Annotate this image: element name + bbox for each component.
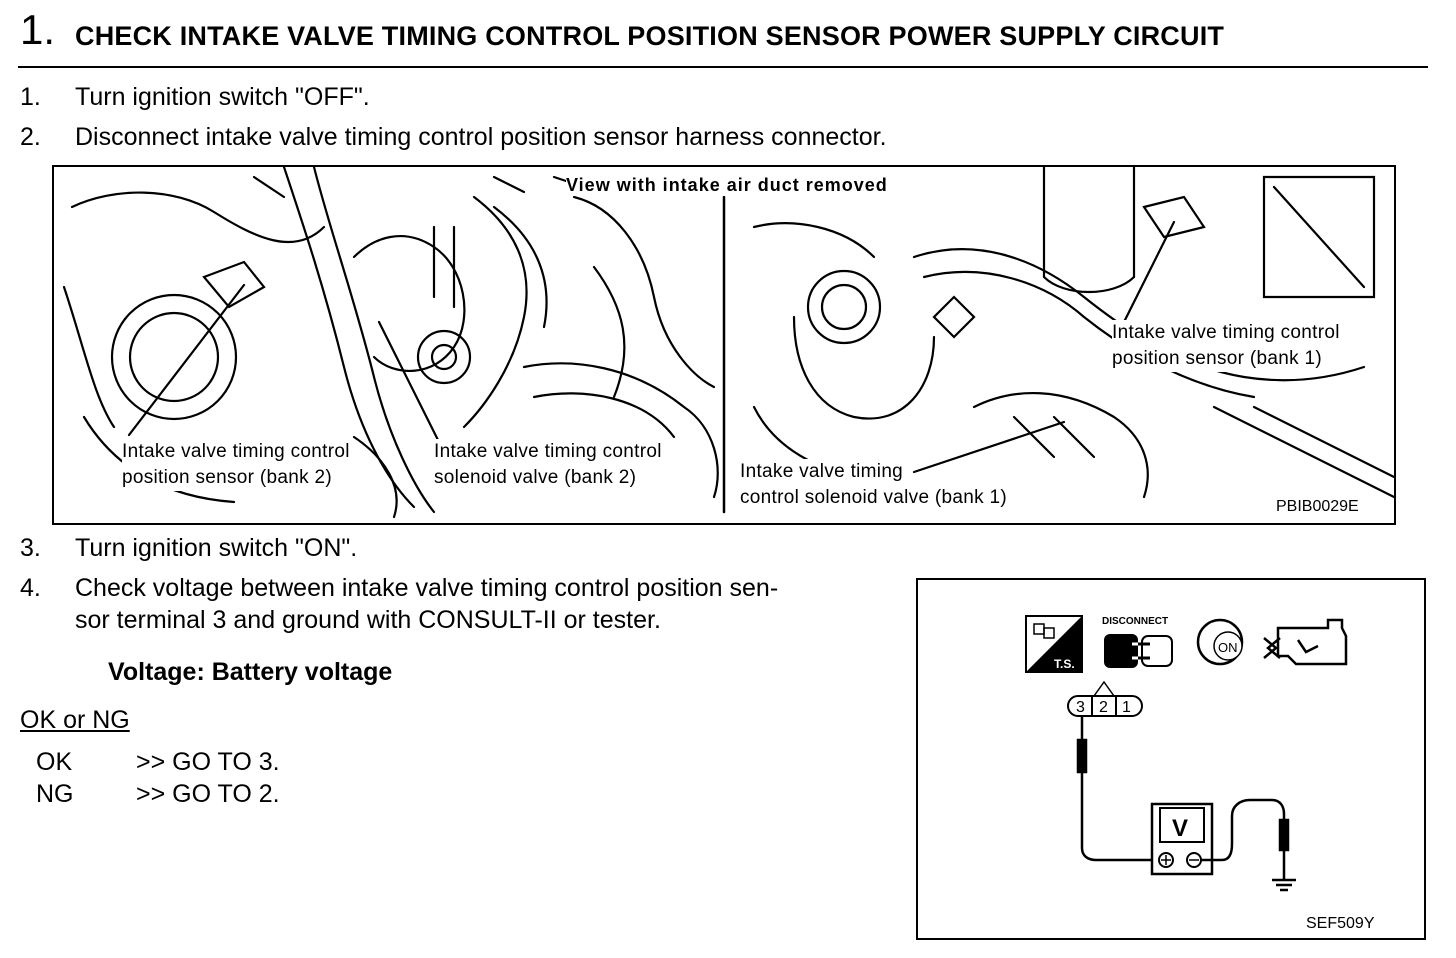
negative-probe [1201,798,1290,880]
voltmeter-illustration: T.S. DISCONNECT ON [916,578,1426,940]
step-2: 2. Disconnect intake valve timing contro… [20,121,1120,153]
result-header: OK or NG [20,706,130,734]
label-solenoid-bank2-line1: Intake valve timing control [434,439,662,465]
step-number: 4. [20,574,41,602]
sensor-housing-shape [110,293,238,421]
result-ok-action: >> GO TO 3. [136,748,280,776]
label-sensor-bank1-line2: position sensor (bank 1) [1112,346,1322,372]
engine-illustration: View with intake air duct removed Intake… [52,165,1396,525]
svg-text:3: 3 [1076,699,1085,716]
step-text: Turn ignition switch "OFF". [75,83,370,111]
step-number: 3. [20,534,41,562]
positive-probe [1076,716,1162,862]
label-sensor-bank2-line2: position sensor (bank 2) [122,465,332,491]
step-text: Turn ignition switch "ON". [75,534,358,562]
ignition-on-icon: ON [1196,618,1244,666]
heading-rule [18,66,1428,68]
result-ng-status: NG [36,780,74,808]
figure-title: View with intake air duct removed [566,175,888,196]
step-number: 2. [20,123,41,151]
step-text-line2: sor terminal 3 and ground with CONSULT-I… [75,606,661,634]
step-1: 1. Turn ignition switch "OFF". [20,81,1120,113]
ts-icon: T.S. [1025,615,1083,673]
step-text: Disconnect intake valve timing control p… [75,123,887,151]
figure-code: SEF509Y [1306,915,1375,932]
svg-text:2: 2 [1099,699,1108,716]
step-3: 3. Turn ignition switch "ON". [20,532,890,564]
voltage-spec: Voltage: Battery voltage [108,658,393,686]
figure-code: PBIB0029E [1276,498,1359,515]
label-solenoid-bank1-line1: Intake valve timing [740,459,904,485]
label-solenoid-bank2-line2: solenoid valve (bank 2) [434,465,637,491]
section-title: CHECK INTAKE VALVE TIMING CONTROL POSITI… [75,21,1225,51]
section-number: 1. [20,6,56,53]
engine-icon [1263,618,1348,666]
voltmeter-diagram: T.S. DISCONNECT ON [1025,615,1375,932]
result-ng-action: >> GO TO 2. [136,780,280,808]
result-ok-status: OK [36,748,73,776]
svg-text:ON: ON [1218,640,1238,655]
svg-text:T.S.: T.S. [1054,657,1075,671]
disconnect-icon: DISCONNECT [1102,616,1173,668]
voltmeter: V [1150,802,1214,876]
step-4: 4. Check voltage between intake valve ti… [20,572,900,636]
label-sensor-bank1-line1: Intake valve timing control [1112,320,1340,346]
connector-terminals: 3 2 1 [1067,680,1143,717]
step-text-line1: Check voltage between intake valve timin… [75,574,779,602]
svg-text:V: V [1172,815,1188,842]
svg-text:DISCONNECT: DISCONNECT [1102,616,1168,627]
label-solenoid-bank1-line2: control solenoid valve (bank 1) [740,485,1007,511]
label-sensor-bank2-line1: Intake valve timing control [122,439,350,465]
ground-symbol [1272,878,1296,892]
svg-text:1: 1 [1122,699,1131,716]
step-number: 1. [20,83,41,111]
